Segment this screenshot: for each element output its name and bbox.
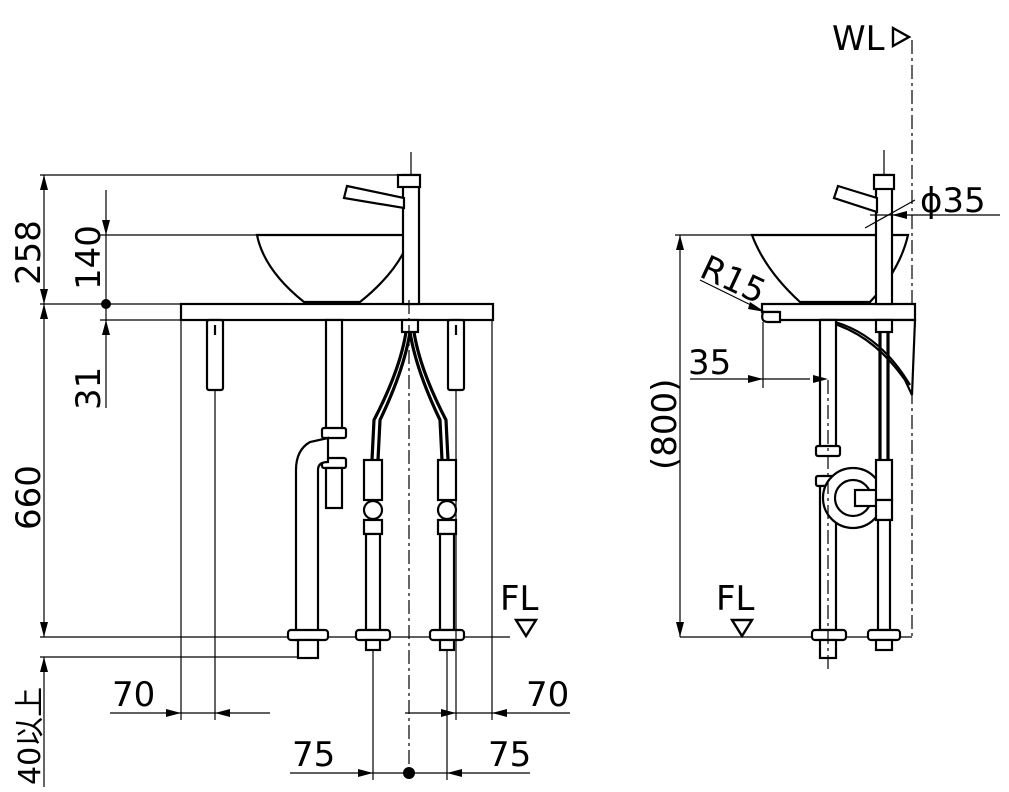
dim-40-min: 40以上	[13, 687, 48, 785]
side-view: WL ϕ35 R15 35 (800) FL	[645, 19, 1000, 670]
dim-800: (800)	[645, 379, 685, 470]
dim-70-right: 70	[526, 675, 569, 715]
dim-140: 140	[69, 225, 109, 290]
dim-r15: R15	[694, 248, 772, 313]
dim-phi35: ϕ35	[920, 181, 986, 221]
dim-75-left: 75	[292, 735, 335, 775]
floor-label-side: FL	[716, 579, 755, 619]
dim-660: 660	[9, 465, 49, 530]
wall-label: WL	[832, 19, 885, 59]
dim-258: 258	[9, 220, 49, 285]
dim-31: 31	[69, 367, 109, 410]
dim-75-right: 75	[488, 735, 531, 775]
dim-35: 35	[688, 343, 731, 383]
front-view: 258 140 31 660 40以上 70 70 75 75 FL	[9, 152, 570, 787]
floor-label-front: FL	[500, 579, 539, 619]
dim-70-left: 70	[112, 675, 155, 715]
